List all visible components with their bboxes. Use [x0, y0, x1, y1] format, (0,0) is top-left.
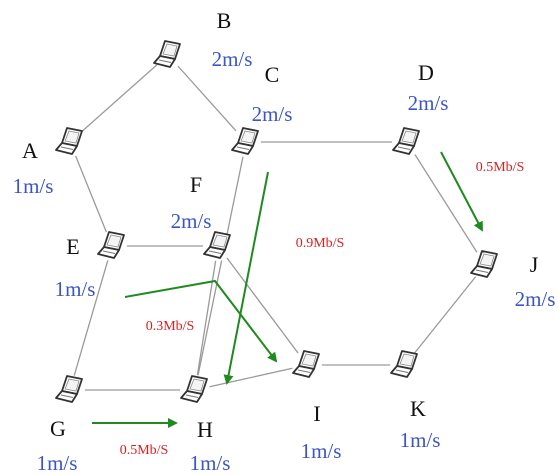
node-a-laptop-icon	[55, 127, 83, 155]
node-h-label: H	[197, 417, 213, 442]
node-d-label: D	[418, 60, 434, 85]
node-a-label: A	[22, 138, 38, 163]
node-c-label: C	[265, 62, 280, 87]
node-h-laptop-icon	[180, 375, 208, 403]
nodes-layer: A1m/sB2m/sC2m/sD2m/sE1m/sF2m/sG1m/sH1m/s…	[13, 8, 556, 475]
node-g: G 1m/s	[37, 375, 85, 475]
flow-g-h-rate-label: 0.5Mb/S	[120, 443, 169, 458]
node-h-speed-label: 1m/s	[190, 451, 231, 475]
links-layer	[69, 54, 486, 391]
node-d-speed-label: 2m/s	[408, 91, 449, 115]
flow-d-j-rate-label: 0.5Mb/S	[476, 160, 525, 175]
node-k-laptop-icon	[390, 350, 418, 378]
link-f-h	[194, 245, 219, 391]
node-e-laptop-icon	[97, 231, 125, 259]
link-e-g	[69, 245, 113, 391]
node-e: E 1m/s	[55, 231, 127, 301]
node-j: J 2m/s	[470, 250, 555, 311]
flow-d-j-arrow	[440, 151, 483, 232]
node-d-laptop-icon	[392, 127, 420, 155]
node-e-speed-label: 1m/s	[55, 277, 96, 301]
node-a: A 1m/s	[13, 127, 85, 198]
node-b: B 2m/s	[153, 8, 252, 71]
node-d: D 2m/s	[392, 60, 448, 157]
node-b-label: B	[217, 8, 232, 33]
node-f-speed-label: 2m/s	[171, 209, 212, 233]
node-i: I 1m/s	[292, 350, 341, 463]
link-h-i	[194, 364, 308, 391]
node-f-laptop-icon	[203, 231, 231, 259]
link-d-j	[406, 141, 486, 266]
node-k: K 1m/s	[390, 350, 440, 452]
flow-c-h-rate-label: 0.9Mb/S	[296, 236, 345, 251]
node-a-speed-label: 1m/s	[13, 174, 54, 198]
node-k-label: K	[410, 396, 426, 421]
link-c-h	[194, 141, 247, 391]
node-i-speed-label: 1m/s	[301, 439, 342, 463]
node-c-speed-label: 2m/s	[252, 102, 293, 126]
node-j-speed-label: 2m/s	[515, 287, 556, 311]
node-j-label: J	[530, 252, 539, 277]
node-j-laptop-icon	[470, 250, 498, 278]
node-g-label: G	[50, 416, 66, 441]
flow-c-h-arrow	[223, 171, 269, 385]
link-a-b	[69, 54, 169, 143]
flow-e-i-arrow	[124, 279, 278, 363]
node-c-laptop-icon	[231, 127, 259, 155]
node-f-label: F	[190, 172, 202, 197]
flow-e-i-rate-label: 0.3Mb/S	[146, 319, 195, 334]
node-b-speed-label: 2m/s	[212, 47, 253, 71]
node-c: C 2m/s	[231, 62, 292, 157]
node-g-laptop-icon	[55, 375, 83, 403]
node-i-label: I	[313, 401, 320, 426]
link-k-j	[404, 264, 486, 366]
node-e-label: E	[66, 234, 79, 259]
node-h: H 1m/s	[180, 375, 230, 475]
node-k-speed-label: 1m/s	[400, 428, 441, 452]
link-b-c	[167, 54, 247, 143]
flows-layer: 0.5Mb/S 0.9Mb/S 0.3Mb/S 0.5Mb/S	[92, 151, 525, 458]
node-b-laptop-icon	[153, 40, 181, 68]
node-i-laptop-icon	[292, 350, 320, 378]
node-f: F 2m/s	[171, 172, 233, 261]
link-f-i	[217, 245, 308, 366]
link-a-e	[69, 141, 113, 247]
node-g-speed-label: 1m/s	[37, 451, 78, 475]
